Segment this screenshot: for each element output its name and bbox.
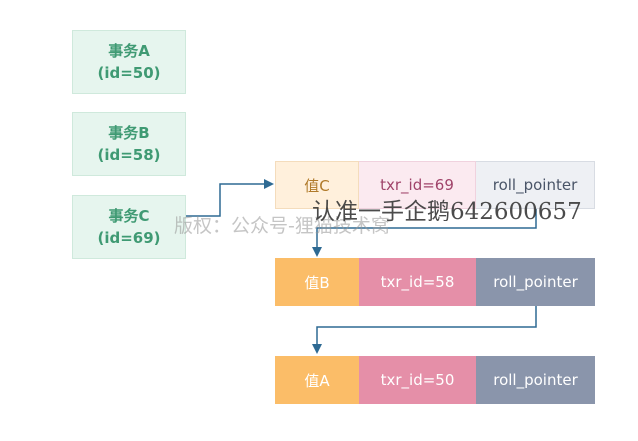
value-b-cell: 值B: [275, 258, 359, 306]
value-b-to-value-a-arrow: [312, 306, 537, 354]
txr-id-58-cell: txr_id=58: [359, 258, 476, 306]
transaction-c-id: (id=69): [97, 229, 161, 247]
transaction-c-box: 事务C (id=69): [72, 195, 186, 259]
txr-id-50-cell: txr_id=50: [359, 356, 476, 404]
roll-pointer-b-cell: roll_pointer: [476, 258, 595, 306]
value-c-to-value-b-arrow: [312, 209, 537, 257]
version-row-a: 值A txr_id=50 roll_pointer: [275, 356, 595, 404]
transaction-b-box: 事务B (id=58): [72, 112, 186, 176]
version-row-c: 值C txr_id=69 roll_pointer: [275, 161, 595, 209]
transaction-c-name: 事务C: [108, 207, 150, 225]
txr-id-69-cell: txr_id=69: [359, 161, 476, 209]
transaction-a-name: 事务A: [108, 42, 150, 60]
roll-pointer-a-cell: roll_pointer: [476, 356, 595, 404]
txn-c-to-value-c-arrow: [186, 179, 274, 217]
transaction-b-name: 事务B: [108, 124, 150, 142]
transaction-a-id: (id=50): [97, 64, 161, 82]
value-c-cell: 值C: [275, 161, 359, 209]
value-a-cell: 值A: [275, 356, 359, 404]
roll-pointer-c-cell: roll_pointer: [476, 161, 595, 209]
transaction-b-id: (id=58): [97, 146, 161, 164]
version-row-b: 值B txr_id=58 roll_pointer: [275, 258, 595, 306]
transaction-a-box: 事务A (id=50): [72, 30, 186, 94]
